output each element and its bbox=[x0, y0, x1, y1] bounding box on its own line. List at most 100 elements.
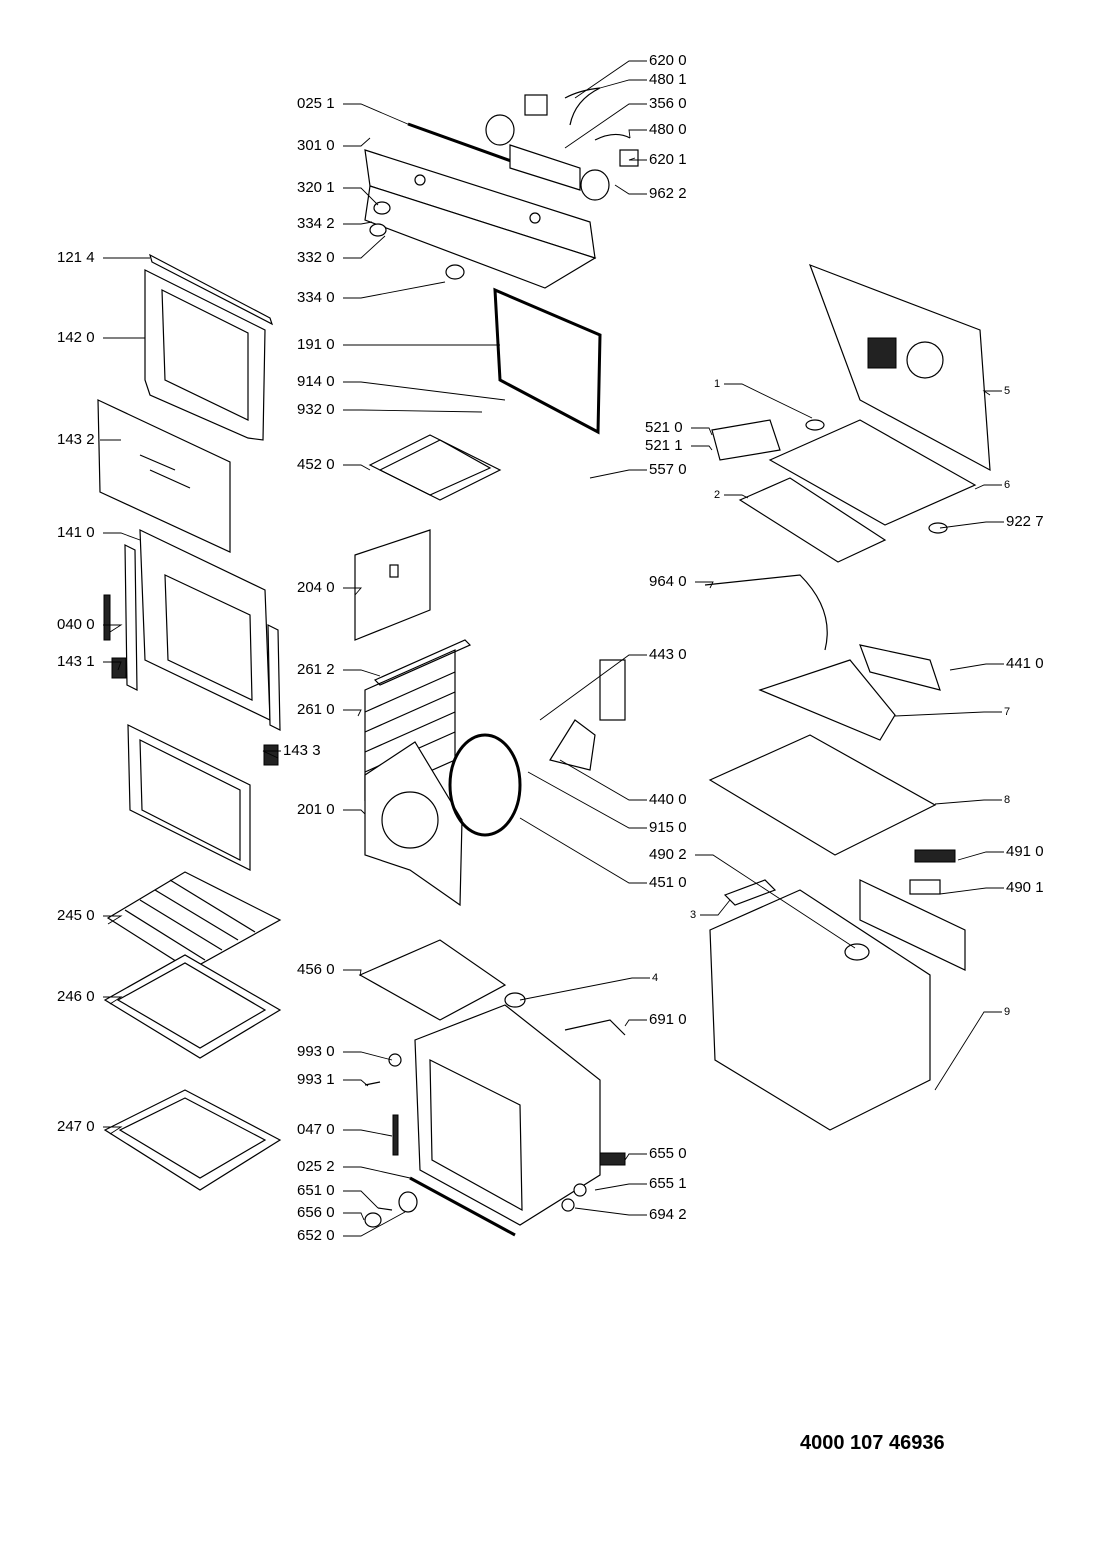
bracket-691-0 bbox=[564, 1019, 626, 1036]
part-label: 7 bbox=[1004, 706, 1011, 718]
terminal-block-491-0 bbox=[914, 849, 956, 863]
part-label: 521 1 bbox=[645, 437, 683, 454]
leader-line bbox=[262, 750, 281, 759]
knob-655-1 bbox=[573, 1183, 587, 1197]
leader-line bbox=[691, 445, 713, 451]
leader-line bbox=[343, 809, 366, 815]
leader-line bbox=[934, 799, 1002, 805]
part-label: 9 bbox=[1004, 1006, 1011, 1018]
part-label: 456 0 bbox=[297, 961, 335, 978]
leader-line bbox=[628, 129, 647, 139]
leader-line bbox=[599, 79, 647, 89]
part-label: 8 bbox=[1004, 794, 1011, 806]
part-label: 451 0 bbox=[649, 874, 687, 891]
part-label: 655 1 bbox=[649, 1175, 687, 1192]
leader-line bbox=[589, 469, 647, 479]
back-cover-204-0 bbox=[354, 529, 431, 641]
part-label: 245 0 bbox=[57, 907, 95, 924]
part-label: 332 0 bbox=[297, 249, 335, 266]
part-label: 652 0 bbox=[297, 1227, 335, 1244]
leader-line bbox=[700, 899, 731, 916]
part-label: 247 0 bbox=[57, 1118, 95, 1135]
leader-line bbox=[343, 1190, 379, 1209]
fan-cap-490-2 bbox=[844, 943, 870, 961]
part-label: 320 1 bbox=[297, 179, 335, 196]
leader-line bbox=[343, 187, 379, 206]
part-label: 915 0 bbox=[649, 819, 687, 836]
grill-element-452-0 bbox=[368, 434, 502, 501]
leader-line bbox=[343, 1129, 393, 1137]
wire-480-0 bbox=[594, 133, 631, 141]
leader-line bbox=[343, 235, 386, 259]
leader-line bbox=[519, 977, 650, 1001]
outer-casing-9 bbox=[709, 879, 966, 1131]
leader-line bbox=[574, 60, 647, 99]
part-label: 922 7 bbox=[1006, 513, 1044, 530]
leader-line bbox=[939, 887, 1004, 895]
door-trim-121-4 bbox=[149, 253, 274, 326]
part-label: 334 0 bbox=[297, 289, 335, 306]
leader-line bbox=[343, 587, 362, 596]
leader-line bbox=[343, 409, 483, 413]
leader-line bbox=[103, 1126, 123, 1135]
leader-line bbox=[949, 663, 1004, 671]
knob-334-0 bbox=[445, 264, 465, 280]
part-label: 2 bbox=[714, 489, 721, 501]
leader-line bbox=[103, 661, 122, 671]
leader-line bbox=[957, 851, 1004, 861]
part-label: 962 2 bbox=[649, 185, 687, 202]
part-label: 143 3 bbox=[283, 742, 321, 759]
leader-line bbox=[724, 383, 813, 419]
lamp-620-0 bbox=[485, 94, 548, 146]
leader-line bbox=[103, 996, 123, 1005]
wire-shelf-245-0 bbox=[106, 871, 282, 971]
leader-line bbox=[624, 1153, 647, 1161]
inner-glass-143-2 bbox=[97, 399, 231, 553]
leader-line bbox=[343, 281, 446, 299]
fan-motor-443-0 bbox=[599, 659, 626, 721]
leader-line bbox=[519, 817, 647, 884]
part-label: 334 2 bbox=[297, 215, 335, 232]
part-label: 261 0 bbox=[297, 701, 335, 718]
part-label: 443 0 bbox=[649, 646, 687, 663]
leader-line bbox=[343, 103, 411, 126]
part-label: 480 1 bbox=[649, 71, 687, 88]
part-label: 691 0 bbox=[649, 1011, 687, 1028]
back-panel-5 bbox=[808, 263, 991, 472]
leader-line bbox=[574, 1207, 647, 1216]
part-label: 141 0 bbox=[57, 524, 95, 541]
leader-line bbox=[103, 532, 141, 541]
leader-line bbox=[343, 669, 381, 677]
top-cover-6 bbox=[768, 419, 977, 526]
part-label: 480 0 bbox=[649, 121, 687, 138]
part-label: 651 0 bbox=[297, 1182, 335, 1199]
part-label: 491 0 bbox=[1006, 843, 1044, 860]
bushing-993-0 bbox=[388, 1053, 402, 1067]
leader-line bbox=[343, 969, 362, 977]
part-label: 204 0 bbox=[297, 579, 335, 596]
part-label: 452 0 bbox=[297, 456, 335, 473]
leader-line bbox=[343, 464, 371, 471]
leader-line bbox=[614, 184, 647, 195]
part-label: 121 4 bbox=[57, 249, 95, 266]
leader-line bbox=[343, 1211, 406, 1237]
leader-line bbox=[982, 390, 1002, 396]
leader-line bbox=[527, 771, 647, 829]
leader-line bbox=[564, 103, 647, 149]
part-label: 964 0 bbox=[649, 573, 687, 590]
bottom-element-456-0 bbox=[358, 939, 507, 1021]
cable-964-0 bbox=[704, 574, 828, 651]
leader-line bbox=[974, 484, 1002, 490]
part-label: 047 0 bbox=[297, 1121, 335, 1138]
part-label: 246 0 bbox=[57, 988, 95, 1005]
oven-cavity bbox=[414, 1004, 601, 1226]
base-plate-8 bbox=[708, 734, 937, 856]
part-label: 620 0 bbox=[649, 52, 687, 69]
leader-line bbox=[343, 1212, 365, 1221]
knob-656-0 bbox=[364, 1212, 382, 1228]
bottom-plate-2 bbox=[738, 477, 887, 563]
part-label: 655 0 bbox=[649, 1145, 687, 1162]
bottom-trim-025-2 bbox=[409, 1176, 516, 1237]
part-label: 4 bbox=[652, 972, 659, 984]
